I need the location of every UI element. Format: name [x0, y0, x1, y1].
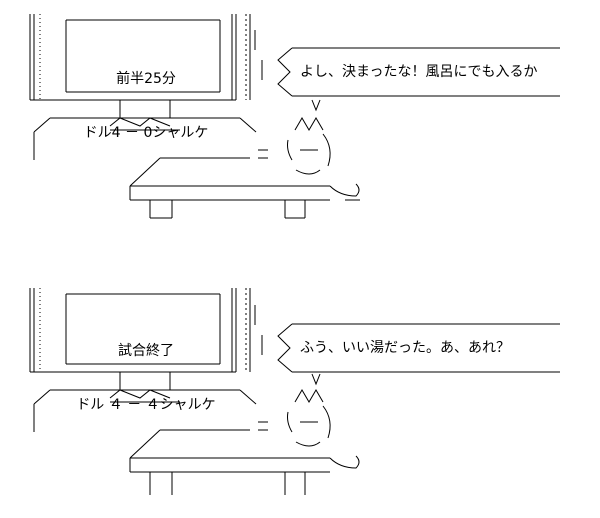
speech-text-2: ふう、いい湯だった。あ、あれ？ — [300, 340, 510, 356]
tv-score-time-1: 前半25分 — [116, 71, 176, 87]
tv-screen-text-2: 試合終了 ドル ４ － ４シャルケ — [66, 306, 226, 432]
table-1 — [129, 149, 330, 219]
speech-text-1: よし、決まったな！風呂にでも入るか — [300, 64, 538, 80]
tv-stand-2 — [33, 372, 257, 432]
tv-screen-text-1: 前半25分 ドル4 － 0シャルケ — [66, 34, 226, 160]
panel-1-art — [29, 14, 560, 219]
tv-frame-1 — [29, 14, 263, 101]
panel-2-art — [29, 288, 560, 495]
speech-bubble-1 — [277, 47, 560, 97]
tv-frame-2 — [29, 288, 263, 373]
table-2 — [129, 421, 330, 495]
tv-score-line-1: ドル4 － 0シャルケ — [83, 125, 209, 141]
speech-bubble-2 — [277, 323, 560, 373]
tv-stand-1 — [33, 100, 257, 160]
tv-score-line-2: ドル ４ － ４シャルケ — [76, 397, 216, 413]
cat-2 — [287, 373, 360, 469]
cat-1 — [287, 99, 360, 201]
tv-score-time-2: 試合終了 — [118, 343, 174, 359]
